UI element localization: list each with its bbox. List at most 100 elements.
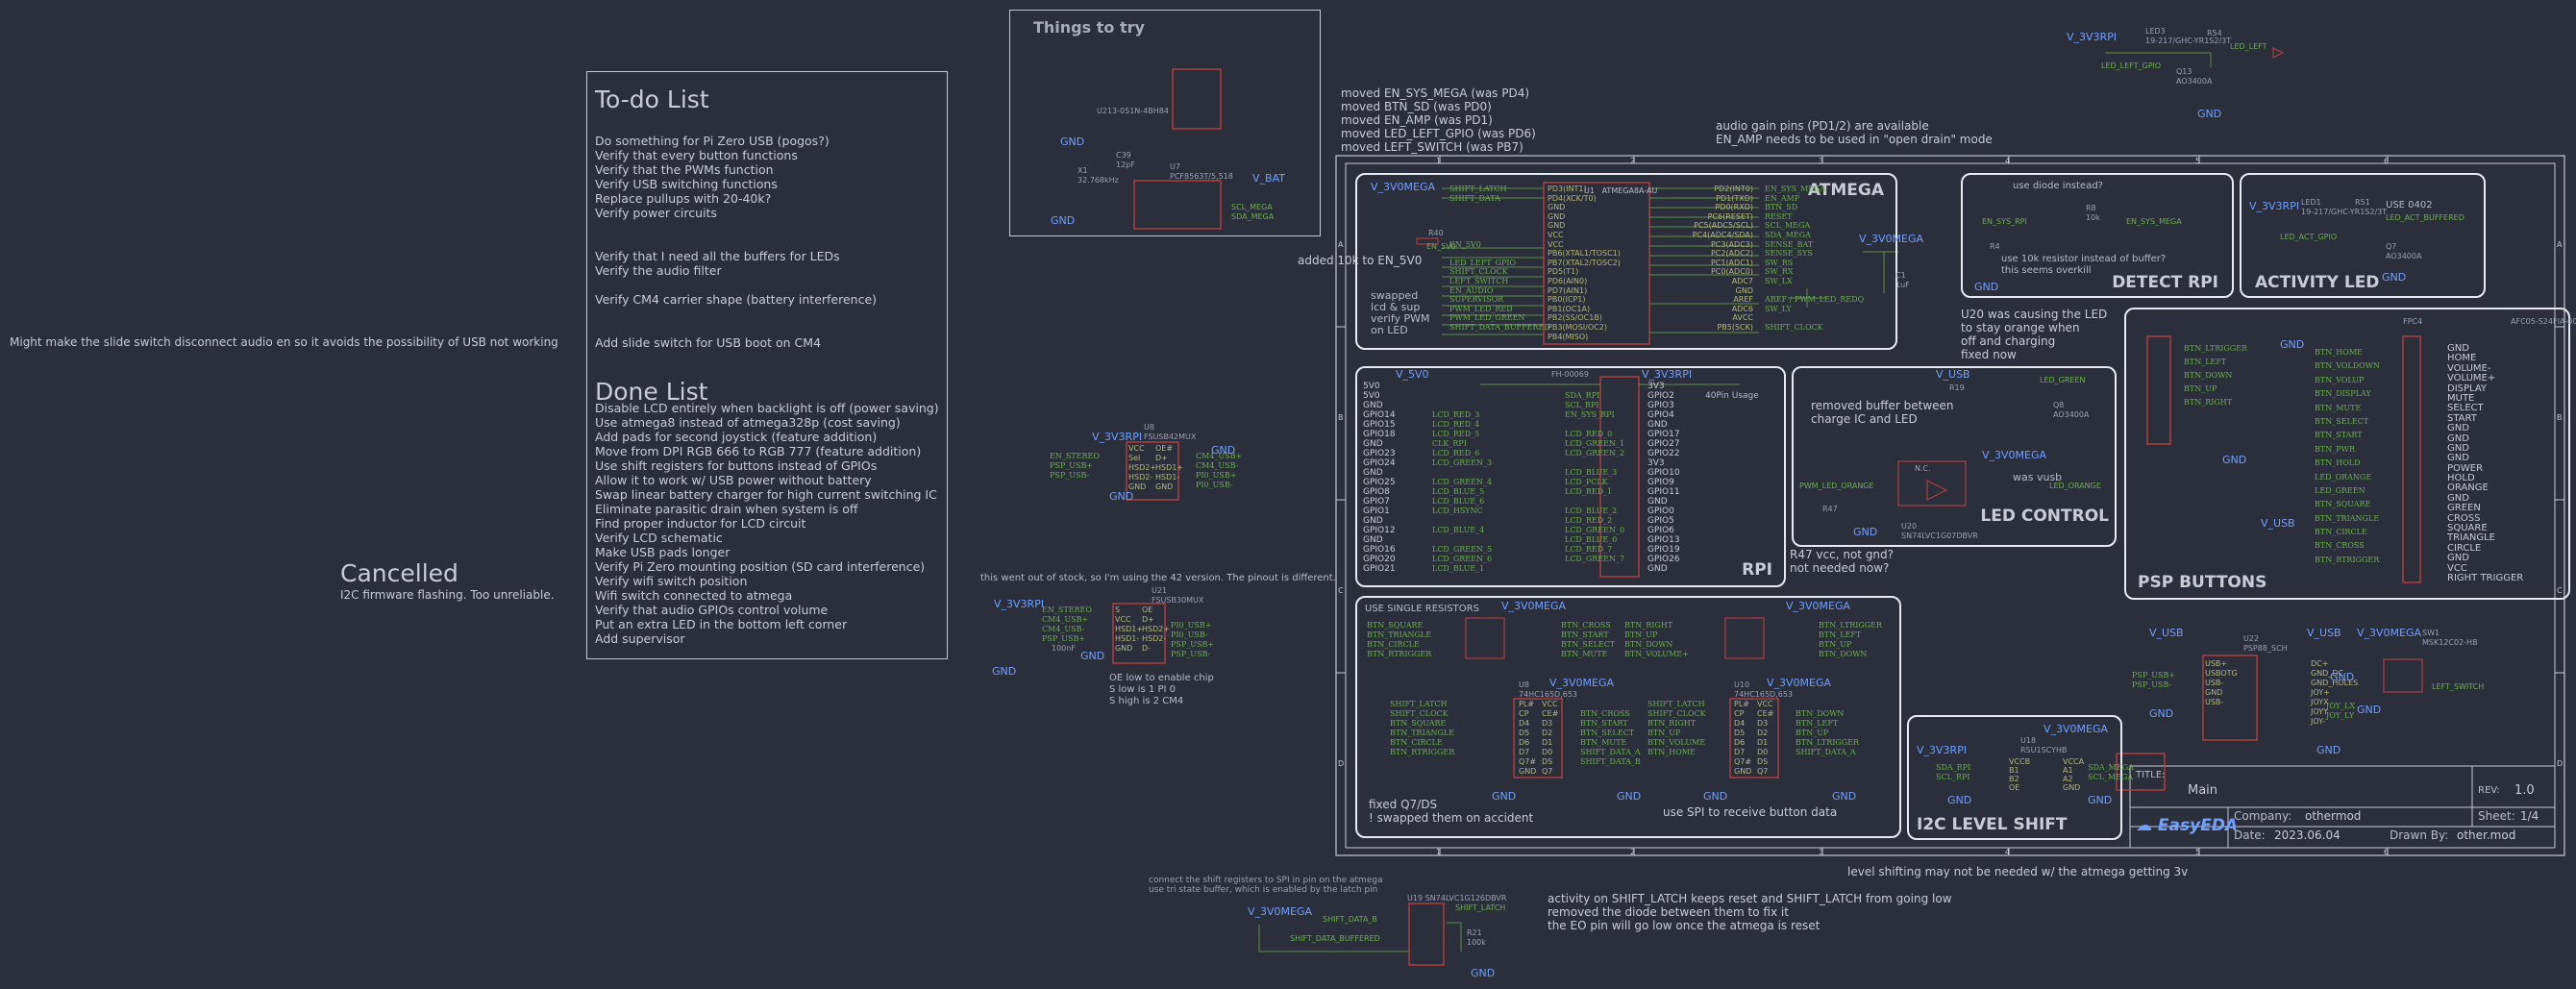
pin-label: Q7 — [1757, 767, 1769, 776]
todo-item — [595, 278, 877, 292]
gnd-label: GND — [2088, 794, 2113, 806]
pin-label: VOLUME- — [2447, 362, 2491, 374]
net-label: BTN_SD — [1765, 203, 1798, 212]
net-label: BTN_UP — [1819, 640, 1852, 649]
gnd-label: GND — [1832, 790, 1857, 803]
pin-label: GND — [1548, 211, 1566, 221]
pin-label: D3 — [1542, 719, 1553, 728]
v3v3rpi-label: V_3V3RPI — [994, 598, 1045, 610]
net-label: SENSE_BAT — [1765, 239, 1814, 249]
net-label: LCD_GREEN_5 — [1432, 545, 1493, 554]
done-item: Use atmega8 instead of atmega328p (cost … — [595, 415, 901, 430]
r8-label: R8 10k — [2086, 204, 2100, 222]
pin-label: GPIO12 — [1363, 526, 1396, 535]
net-label: PWM_LED_GREEN — [1449, 313, 1525, 323]
net-label: LCD_PCLK — [1565, 478, 1608, 486]
mux2-cap-label: 100nF — [1052, 644, 1076, 653]
pin-label: MUTE — [2447, 392, 2475, 404]
q8-label: Q8 AO3400A — [2053, 401, 2090, 419]
done-item: Disable LCD entirely when backlight is o… — [595, 401, 939, 415]
net-label: LCD_BLUE_2 — [1565, 507, 1618, 515]
pin-label: HSD2- — [1142, 634, 1167, 643]
top-right-led-area: V_3V3RPI LED3 19-217/GHC-YR1S2/3T R54 LE… — [2067, 25, 2288, 121]
gnd-label-2: GND — [1051, 214, 1076, 227]
pin-label: D3 — [1757, 719, 1769, 728]
v3v3rpi-label: V_3V3RPI — [1917, 744, 1968, 756]
pin-label: PC5(ADC5/SCL) — [1694, 221, 1753, 231]
pin-label: 3V3 — [1647, 382, 1665, 391]
net-label: LCD_GREEN_0 — [1565, 526, 1625, 534]
fpc4-label: FPC4 — [2403, 317, 2423, 326]
net-label: BTN_RTRIGGER — [2315, 555, 2380, 564]
pin-label: VOLUME+ — [2447, 373, 2496, 384]
pin-label: VCC — [2447, 562, 2467, 574]
net-label: BTN_SELECT — [1561, 640, 1616, 649]
pin-label: B2 — [2009, 775, 2019, 783]
pin-label: GND — [2447, 423, 2469, 434]
led-orange-net: LED_ORANGE — [2049, 482, 2101, 490]
power-label: V_3V3RPI — [2249, 200, 2300, 212]
net-label: LCD_GREEN_4 — [1432, 478, 1493, 486]
pin-label: CP — [1734, 709, 1745, 718]
single-resistors-note: USE SINGLE RESISTORS — [1365, 604, 1479, 614]
atmega-panel: ATMEGA V_3V0MEGA U1 ATMEGA8A-AU swapped … — [1355, 173, 1923, 350]
en-sys-mega-net: EN_SYS_MEGA — [2126, 217, 2182, 226]
level-note: level shifting may not be needed w/ the … — [1847, 865, 2189, 878]
pin-label: GPIO15 — [1363, 420, 1396, 430]
u20-label: U20 SN74LVC1G07DBVR — [1901, 522, 1978, 540]
net-label — [1449, 231, 1550, 240]
net-label — [1432, 468, 1492, 478]
net-label: SCL_MEGA — [1765, 221, 1811, 231]
pin-label: OE# — [1155, 444, 1174, 453]
sheet-value: 1/4 — [2520, 809, 2539, 823]
pin-label: D5 — [1519, 729, 1530, 737]
led-act-buffered-net: LED_ACT_BUFFERED — [2386, 213, 2465, 222]
gnd-label: GND — [2330, 671, 2355, 683]
pin-label: VCC — [1542, 700, 1558, 708]
frame-row-label: D — [2557, 759, 2564, 768]
pin-label: GND — [2447, 453, 2469, 464]
pin-label: D+ — [1142, 615, 1154, 624]
u22-chip-body — [2202, 655, 2258, 741]
todo-item: Replace pullups with 20-40k? — [595, 191, 772, 206]
vusb-label: V_USB — [1936, 368, 1970, 381]
pin-label: VCCA — [2063, 757, 2085, 766]
frame-row-label: A — [1338, 240, 1344, 249]
easyeda-logo-icon: ☁ — [2136, 816, 2152, 835]
u8-mux-body — [1126, 441, 1179, 501]
pwm-led-orange-net: PWM_LED_ORANGE — [1799, 482, 1874, 490]
date-label: Date: — [2234, 828, 2266, 842]
frame-row-label: B — [2557, 413, 2563, 422]
gnd-label: GND — [2222, 454, 2247, 466]
pin-label: HOME — [2447, 353, 2477, 364]
net-label: BTN_SQUARE — [1367, 621, 1424, 630]
done-item: Use shift registers for buttons instead … — [595, 458, 878, 473]
net-label: BTN_START — [1580, 719, 1628, 728]
pin-label: 3V3 — [1647, 458, 1665, 468]
net-label: BTN_TRIANGLE — [2315, 513, 2380, 523]
pin-label: B1 — [2009, 766, 2019, 775]
activity-led-part: LED1 19-217/GHC-YR1S2/3T — [2301, 198, 2388, 216]
todo-item — [595, 321, 877, 335]
led-control-title: LED CONTROL — [1980, 507, 2109, 526]
c39-label: C39 12pF — [1116, 151, 1135, 169]
net-label: BTN_RIGHT — [1647, 719, 1697, 728]
r47-note: R47 vcc, not gnd? not needed now? — [1790, 548, 1895, 575]
detect-rpi-title: DETECT RPI — [2112, 273, 2218, 292]
todo-list-box: To-do List Do something for Pi Zero USB … — [586, 71, 948, 659]
todo-item: Verify CM4 carrier shape (battery interf… — [595, 292, 878, 307]
buffer-area: V_3V0MEGA U19 SN74LVC1G126DBVR SHIFT_DAT… — [1246, 894, 1534, 986]
net-label: BTN_VOLUME — [1647, 738, 1706, 747]
net-label: SDA_RPI — [1936, 763, 1971, 772]
net-label: PI0_USB- — [1196, 481, 1233, 489]
net-label: EN_AMP — [1765, 193, 1800, 203]
shift-data-b-net: SHIFT_DATA_B — [1323, 915, 1377, 924]
atmega-power-label-2: V_3V0MEGA — [1859, 233, 1924, 245]
gnd-label: GND — [1974, 281, 1999, 293]
net-label: EN_AUDIO — [1449, 285, 1494, 295]
